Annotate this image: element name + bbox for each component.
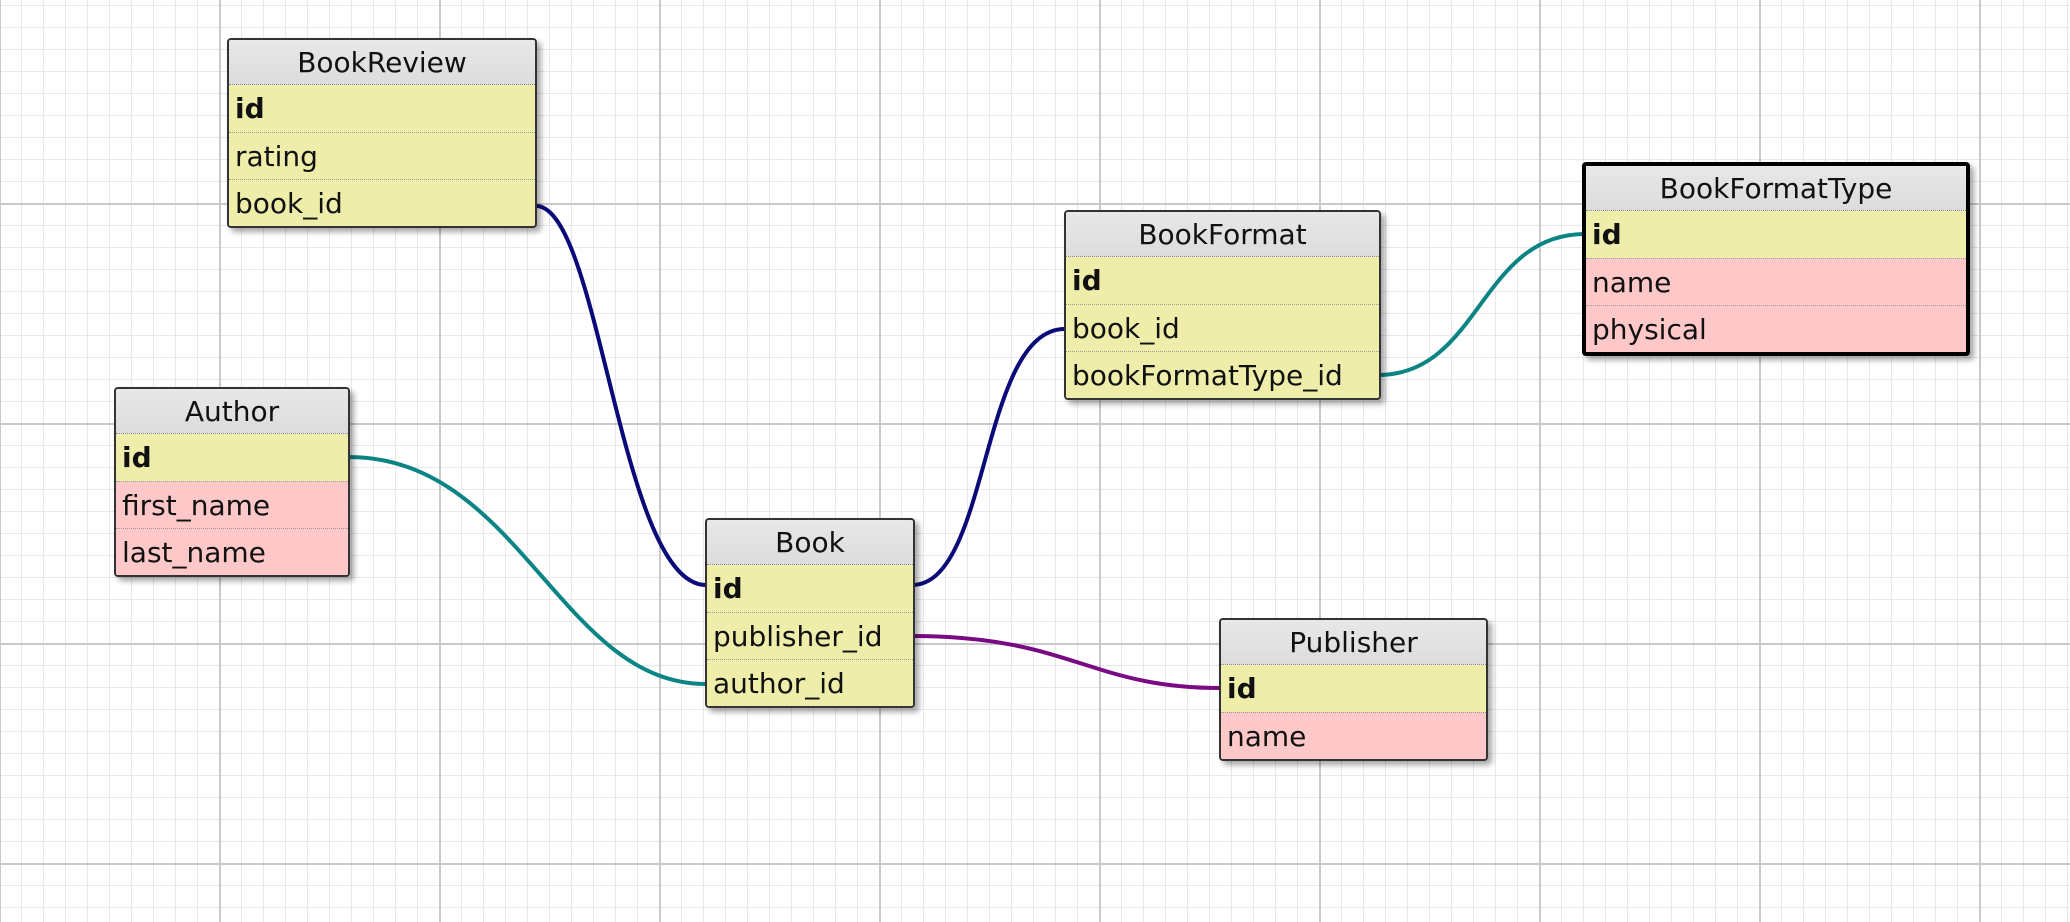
table-author[interactable]: Author id first_name last_name: [114, 387, 350, 577]
field-book-id[interactable]: book_id: [1066, 304, 1379, 351]
field-first-name[interactable]: first_name: [116, 481, 348, 528]
relation-author-book[interactable]: [347, 455, 707, 686]
field-book-id[interactable]: book_id: [229, 179, 535, 226]
field-id[interactable]: id: [707, 565, 913, 612]
table-title[interactable]: Book: [707, 520, 913, 565]
field-name[interactable]: name: [1221, 712, 1486, 759]
table-title[interactable]: Author: [116, 389, 348, 434]
table-title[interactable]: BookFormatType: [1586, 166, 1966, 211]
field-id[interactable]: id: [1221, 665, 1486, 712]
table-title[interactable]: BookFormat: [1066, 212, 1379, 257]
table-bookformattype[interactable]: BookFormatType id name physical: [1582, 162, 1970, 356]
field-rating[interactable]: rating: [229, 132, 535, 179]
relation-book-bookformat[interactable]: [911, 327, 1066, 587]
table-bookformat[interactable]: BookFormat id book_id bookFormatType_id: [1064, 210, 1381, 400]
field-id[interactable]: id: [229, 85, 535, 132]
field-last-name[interactable]: last_name: [116, 528, 348, 575]
field-author-id[interactable]: author_id: [707, 659, 913, 706]
field-publisher-id[interactable]: publisher_id: [707, 612, 913, 659]
table-book[interactable]: Book id publisher_id author_id: [705, 518, 915, 708]
relation-book-publisher[interactable]: [911, 634, 1221, 690]
field-bookformattype-id[interactable]: bookFormatType_id: [1066, 351, 1379, 398]
table-publisher[interactable]: Publisher id name: [1219, 618, 1488, 761]
table-title[interactable]: Publisher: [1221, 620, 1486, 665]
field-id[interactable]: id: [1066, 257, 1379, 304]
field-physical[interactable]: physical: [1586, 305, 1966, 352]
field-id[interactable]: id: [116, 434, 348, 481]
field-id[interactable]: id: [1586, 211, 1966, 258]
table-title[interactable]: BookReview: [229, 40, 535, 85]
relation-bookreview-book[interactable]: [535, 204, 707, 587]
field-name[interactable]: name: [1586, 258, 1966, 305]
relation-bookformat-bookformattype[interactable]: [1377, 232, 1586, 377]
table-bookreview[interactable]: BookReview id rating book_id: [227, 38, 537, 228]
